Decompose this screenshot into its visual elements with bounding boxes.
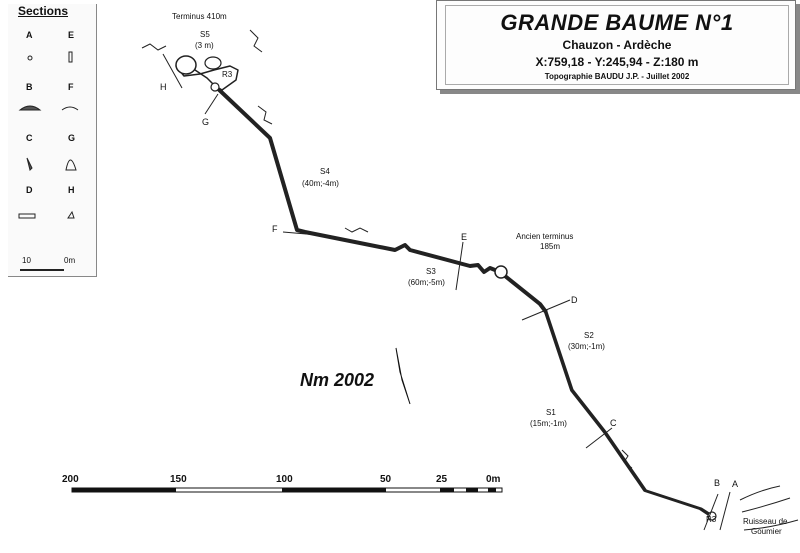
goumier-label: Goumier	[751, 527, 782, 536]
section-h-shape	[67, 210, 75, 219]
scale-tick-150: 150	[170, 474, 187, 485]
section-lines	[162, 53, 731, 531]
section-g-shape	[65, 159, 77, 171]
s1-label: S1	[546, 408, 556, 417]
section-line-e	[455, 241, 464, 291]
magnetic-north-label: Nm 2002	[300, 370, 375, 390]
section-scale-0m: 0m	[64, 256, 76, 265]
scale-seg-15-10	[466, 488, 478, 492]
scale-tick-50: 50	[380, 474, 392, 485]
section-letter-d: D	[26, 185, 33, 195]
section-letter-b: B	[26, 82, 33, 92]
section-line-b	[703, 493, 719, 531]
title-frame: GRANDE BAUME N°1 Chauzon - Ardèche X:759…	[445, 5, 789, 85]
cave-passage	[175, 55, 717, 521]
main-gallery	[212, 83, 717, 520]
ruisseau-label: Ruisseau de	[743, 517, 788, 526]
cave-coordinates: X:759,18 - Y:245,94 - Z:180 m	[535, 55, 699, 69]
flow-arrow-top	[249, 29, 263, 53]
pitch-r3-top	[210, 82, 220, 92]
s3-label: S3	[426, 267, 436, 276]
r3-top-label: R3	[222, 70, 233, 79]
s2-dim-label: (30m;-1m)	[568, 342, 605, 351]
s4-dim-label: (40m;-4m)	[302, 179, 339, 188]
section-line-h	[162, 53, 183, 89]
h-label: H	[160, 82, 167, 92]
section-glyphs	[18, 51, 79, 271]
scale-bar: 200 150 100 50 25 0m	[62, 474, 503, 493]
scale-seg-5-0	[488, 488, 496, 492]
ancien-length-label: 185m	[540, 242, 560, 251]
scale-seg-100-50	[282, 488, 386, 492]
old-terminus-chamber	[494, 265, 508, 279]
sections-legend	[8, 4, 97, 277]
section-b-shape	[18, 105, 42, 111]
section-a-shape	[27, 55, 33, 61]
f-label: F	[272, 224, 278, 234]
e-label: E	[461, 232, 467, 242]
g-label: G	[202, 117, 209, 127]
stream-ruisseau	[739, 485, 799, 531]
scale-tick-200: 200	[62, 474, 79, 485]
scale-tick-25: 25	[436, 474, 448, 485]
section-scale-10: 10	[22, 256, 31, 265]
s1-dim-label: (15m;-1m)	[530, 419, 567, 428]
title-block: GRANDE BAUME N°1 Chauzon - Ardèche X:759…	[436, 0, 796, 90]
scale-seg-200-150	[72, 488, 176, 492]
s3-dim-label: (60m;-5m)	[408, 278, 445, 287]
flow-arrow-f	[344, 227, 369, 233]
section-f-shape	[61, 106, 79, 111]
north-arrow	[395, 347, 411, 405]
b-label: B	[714, 478, 720, 488]
r3-bottom-label: R3	[706, 515, 717, 524]
flow-arrows	[141, 29, 799, 531]
sections-title: Sections	[18, 4, 69, 18]
section-d-shape	[18, 213, 36, 219]
section-line-a	[719, 491, 731, 531]
sump-s5-b	[204, 56, 222, 70]
cave-title: GRANDE BAUME N°1	[500, 10, 734, 35]
flow-arrow-h	[141, 43, 167, 51]
section-e-shape	[68, 51, 73, 63]
section-c-shape	[26, 157, 33, 171]
section-letter-c: C	[26, 133, 33, 143]
d-label: D	[571, 295, 578, 305]
section-line-f	[282, 231, 319, 236]
a-label: A	[732, 479, 738, 489]
section-letter-a: A	[26, 30, 33, 40]
c-label: C	[610, 418, 617, 428]
passage-labels: Terminus 410m S5 (3 m) R3 H G S4 (40m;-4…	[160, 12, 788, 536]
section-letter-f: F	[68, 82, 74, 92]
north-arrow-icon	[395, 347, 411, 405]
ancien-terminus-label: Ancien terminus	[516, 232, 573, 241]
scale-tick-0m: 0m	[486, 474, 501, 485]
section-letter-g: G	[68, 133, 76, 143]
section-line-c	[585, 427, 613, 449]
cave-location: Chauzon - Ardèche	[562, 38, 672, 52]
section-letter-e: E	[68, 30, 75, 40]
section-letter-h: H	[68, 185, 75, 195]
sump-s5	[175, 55, 197, 75]
gallery-inner-line	[547, 310, 717, 517]
survey-credit: Topographie BAUDU J.P. - Juillet 2002	[544, 72, 690, 81]
section-line-g	[204, 93, 219, 115]
terminus-label: Terminus 410m	[172, 12, 227, 21]
flow-arrow-g	[257, 105, 273, 125]
s5-label: S5	[200, 30, 210, 39]
scale-seg-25-20	[440, 488, 454, 492]
scale-tick-100: 100	[276, 474, 293, 485]
flow-arrow-c	[621, 449, 633, 469]
s2-label: S2	[584, 331, 594, 340]
section-line-d	[521, 299, 571, 321]
s4-label: S4	[320, 167, 330, 176]
s5-dim-label: (3 m)	[195, 41, 214, 50]
